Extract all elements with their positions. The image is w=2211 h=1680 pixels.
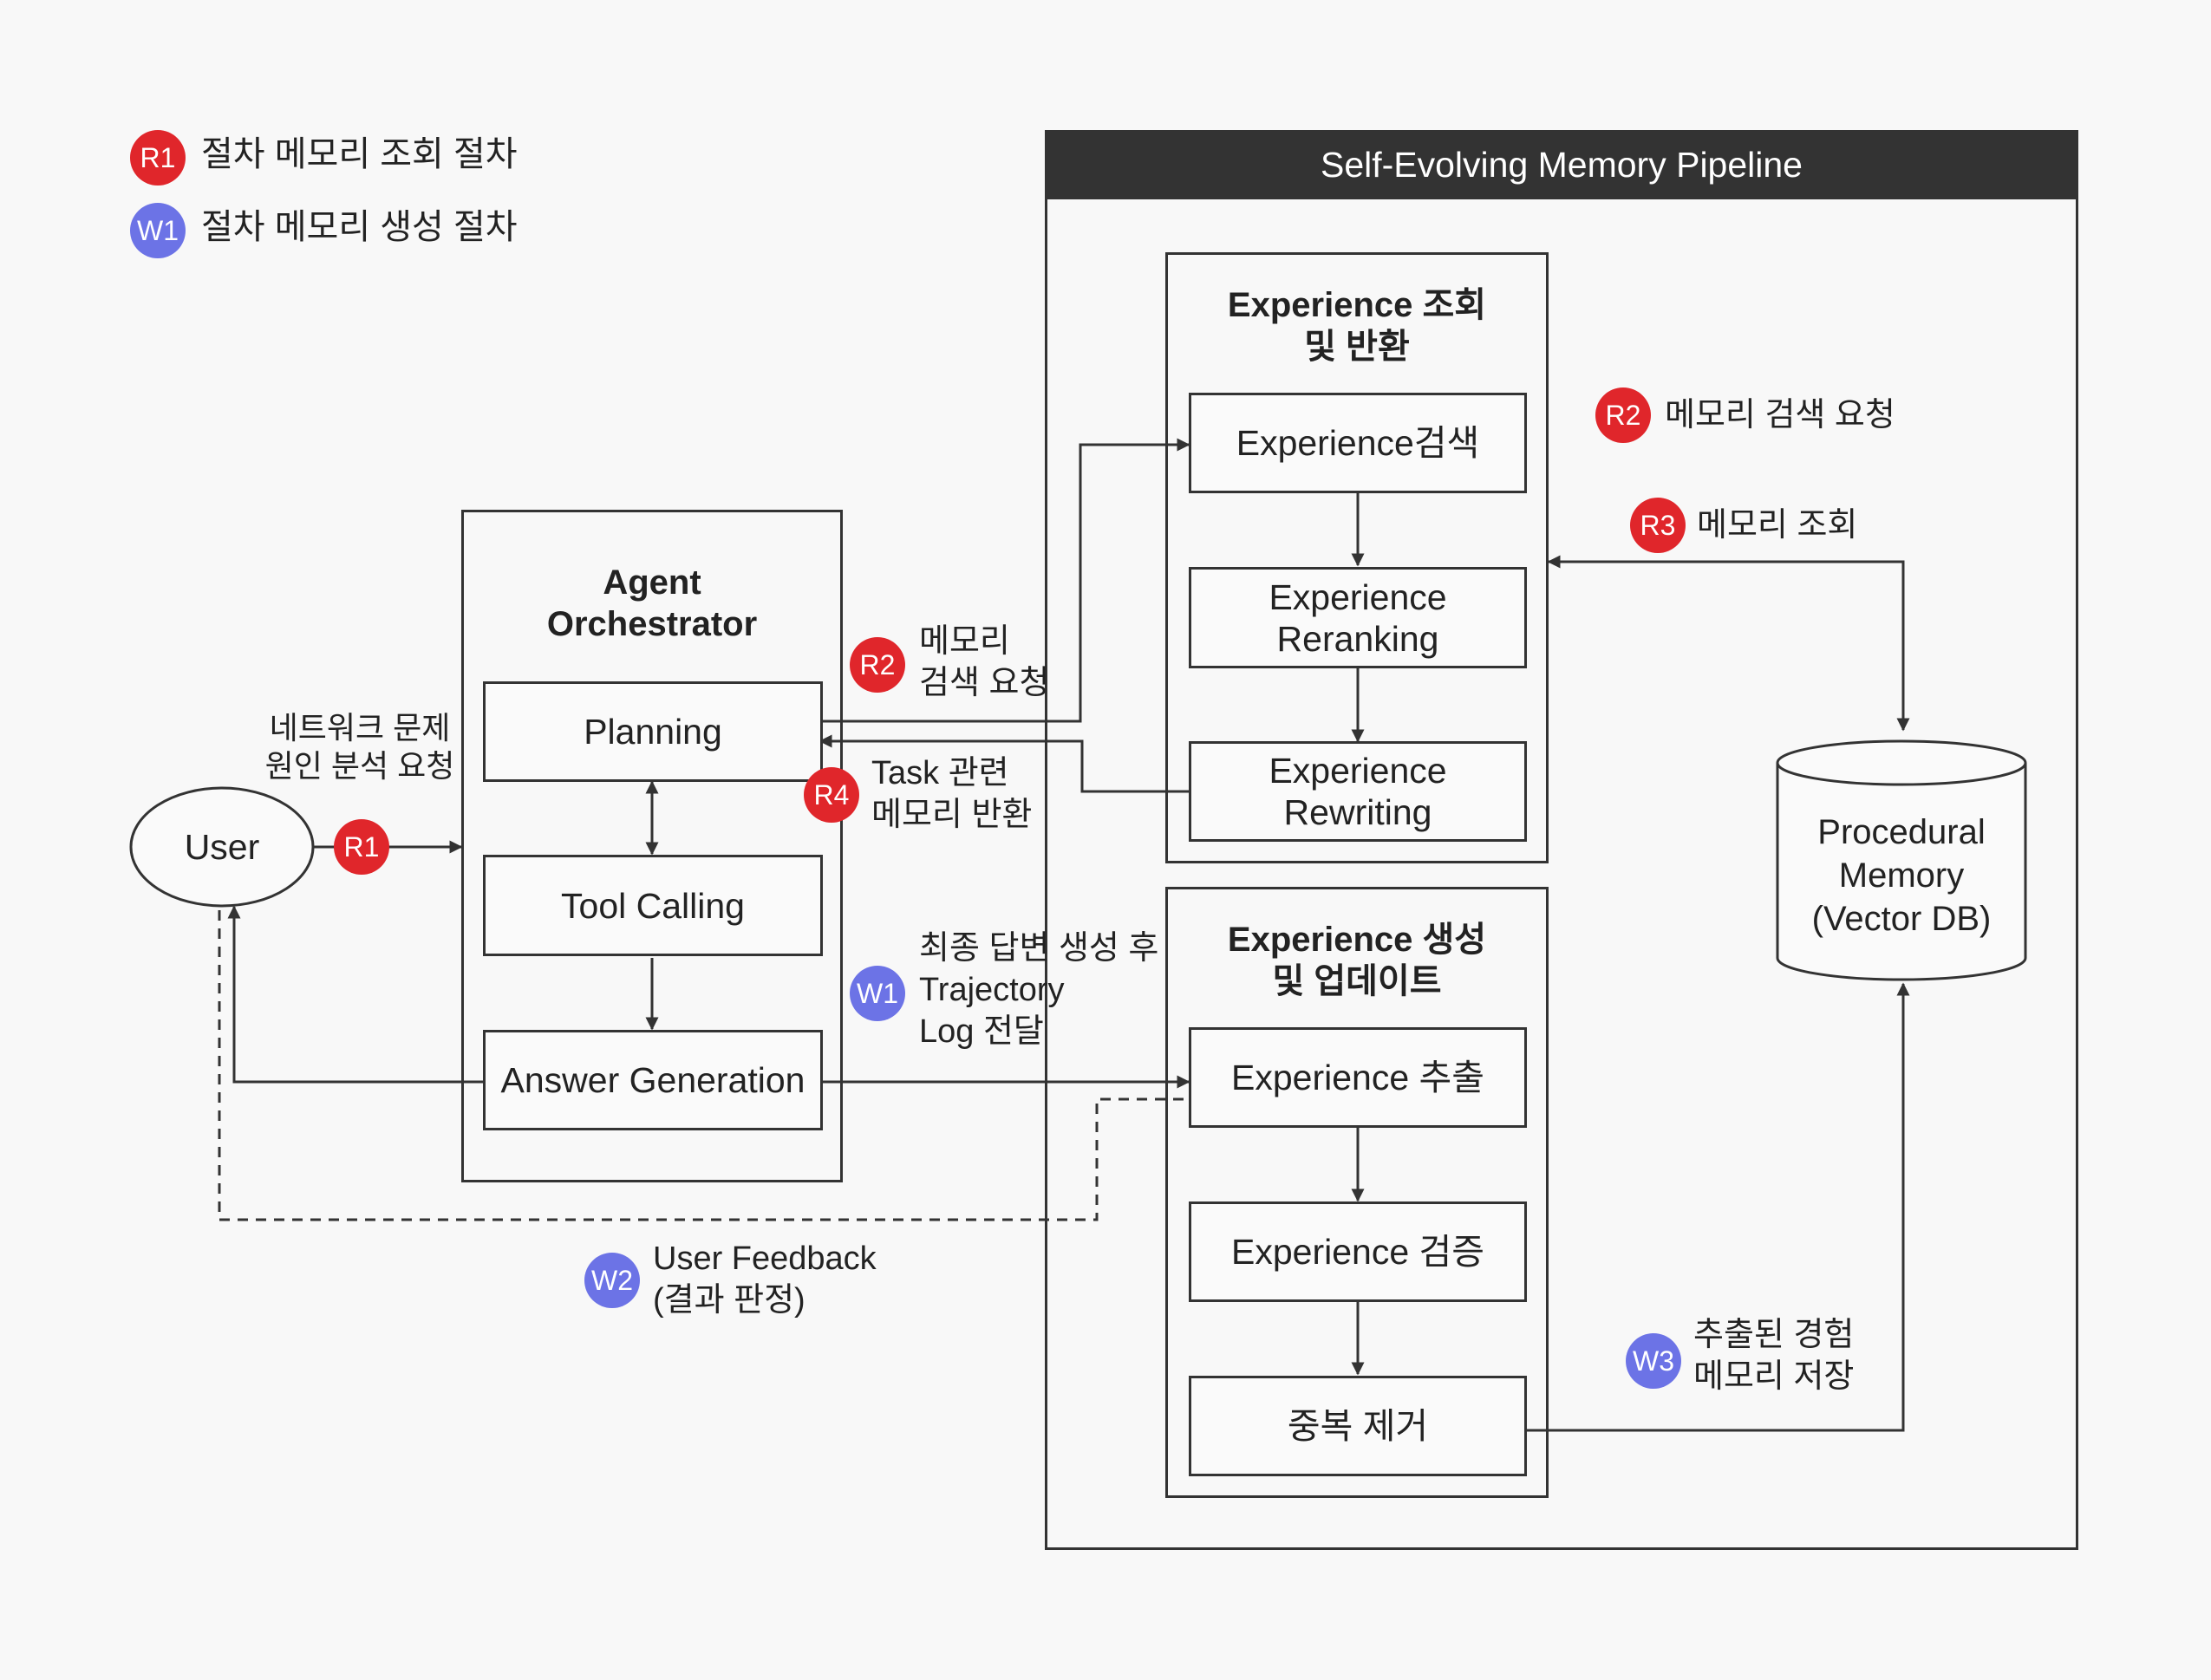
arrow-retrieval-memory bbox=[1547, 555, 1910, 732]
w1-label: 최종 답변 생성 후 Trajectory Log 전달 bbox=[919, 930, 1159, 1050]
r3-badge: R3 bbox=[1630, 498, 1686, 553]
legend-r1-text: 절차 메모리 조회 절차 bbox=[201, 135, 518, 173]
arrow-user-feedback bbox=[218, 910, 1189, 1221]
arrow-planning-to-search bbox=[820, 438, 1190, 723]
planning-box: Planning bbox=[483, 681, 823, 782]
legend-r1-badge: R1 bbox=[130, 130, 186, 186]
pipeline-header: Self-Evolving Memory Pipeline bbox=[1045, 130, 2078, 199]
r2-left-label: 메모리 검색 요청 bbox=[919, 623, 1050, 701]
agent-orchestrator-title: Agent Orchestrator bbox=[546, 563, 758, 643]
w3-label: 추출된 경험 메모리 저장 bbox=[1693, 1317, 1855, 1395]
r2-right-label: 메모리 검색 요청 bbox=[1665, 397, 1895, 433]
arrow-rewriting-to-planning bbox=[819, 734, 1189, 793]
r4-label: Task 관련 메모리 반환 bbox=[871, 755, 1033, 833]
user-node: User bbox=[184, 827, 260, 867]
answer-generation-box: Answer Generation bbox=[483, 1030, 823, 1130]
pipeline-title: Self-Evolving Memory Pipeline bbox=[1320, 144, 1803, 185]
generation-title: Experience 생성 및 업데이트 bbox=[1227, 921, 1487, 1000]
vector-db-cylinder bbox=[1776, 739, 2027, 981]
experience-extract-box: Experience 추출 bbox=[1189, 1027, 1527, 1128]
agent-orchestrator-group bbox=[461, 510, 843, 1182]
tool-calling-box: Tool Calling bbox=[483, 855, 823, 956]
r3-label: 메모리 조회 bbox=[1697, 507, 1858, 544]
user-request-label: 네트워크 문제 원인 분석 요청 bbox=[264, 710, 455, 784]
r2-left-badge: R2 bbox=[850, 637, 905, 693]
procedural-memory-node: Procedural Memory (Vector DB) bbox=[1811, 813, 1992, 938]
r4-badge: R4 bbox=[804, 767, 859, 823]
experience-verify-box: Experience 검증 bbox=[1189, 1201, 1527, 1302]
experience-rewriting-box: Experience Rewriting bbox=[1189, 741, 1527, 842]
generation-group bbox=[1165, 887, 1549, 1498]
arrow-dedup-to-memory bbox=[1526, 982, 1910, 1432]
r2-right-badge: R2 bbox=[1595, 387, 1651, 443]
r1-badge: R1 bbox=[334, 819, 389, 875]
dedup-box: 중복 제거 bbox=[1189, 1376, 1527, 1476]
experience-reranking-box: Experience Reranking bbox=[1189, 567, 1527, 668]
experience-search-box: Experience검색 bbox=[1189, 393, 1527, 493]
w2-badge: W2 bbox=[584, 1253, 640, 1308]
arrow-answer-to-user bbox=[227, 905, 485, 1084]
w3-badge: W3 bbox=[1626, 1333, 1681, 1389]
legend-w1-badge: W1 bbox=[130, 203, 186, 258]
legend-w1-text: 절차 메모리 생성 절차 bbox=[201, 208, 518, 246]
retrieval-group bbox=[1165, 252, 1549, 863]
w2-label: User Feedback (결과 판정) bbox=[653, 1240, 877, 1319]
retrieval-title: Experience 조회 및 반환 bbox=[1227, 286, 1487, 366]
w1-badge: W1 bbox=[850, 966, 905, 1021]
